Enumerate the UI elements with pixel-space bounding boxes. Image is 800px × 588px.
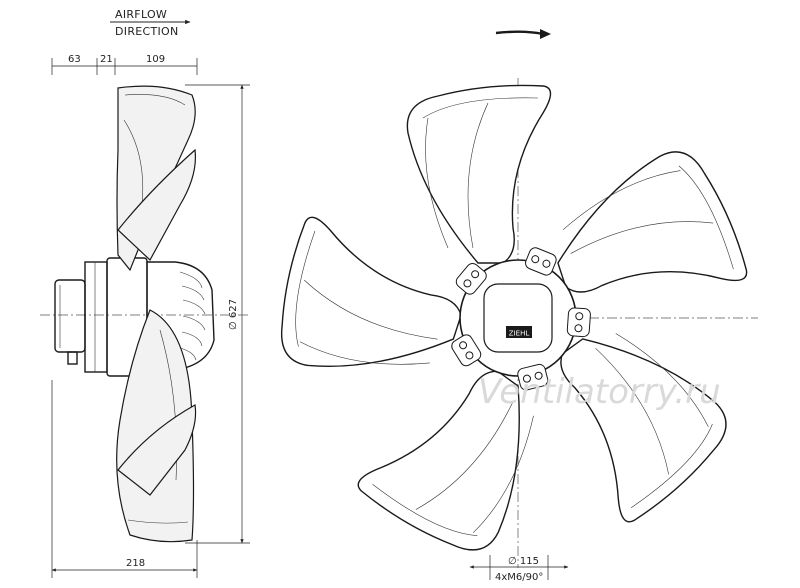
diameter-dimension: ∅ 627 [185,84,250,544]
airflow-label-line2: DIRECTION [115,25,179,38]
blade-5 [280,216,462,368]
rotation-arrow-icon [495,30,544,36]
terminal-box [54,279,86,353]
dim-mount: 4xM6/90° [495,572,543,583]
fan-front-view: ZIEHL [280,29,758,568]
dim-109: 109 [146,54,165,65]
motor-flange [84,261,108,373]
cable-gland [67,351,78,365]
bottom-dimension: 218 [51,380,198,578]
dim-63: 63 [68,54,81,65]
blade-3 [560,333,727,523]
upper-blade-profile-2 [117,148,197,261]
dim-diameter-627: ∅ 627 [228,299,239,330]
blade-4 [357,370,534,551]
hub-dimension: ∅ 115 4xM6/90° [469,555,569,583]
top-dimensions: 63 21 109 [51,54,198,75]
blade-1 [406,84,552,264]
dim-hub-diameter: ∅ 115 [508,556,539,567]
nameplate [506,326,532,338]
airflow-label-line1: AIRFLOW [115,8,167,21]
fan-side-view [40,85,250,543]
watermark: Ventilatorry.ru [478,372,721,412]
dim-21: 21 [100,54,113,65]
lower-blade-profile-2 [117,404,197,496]
dim-218: 218 [126,558,145,569]
blade-2 [557,151,748,293]
nameplate-label: ZIEHL [509,330,530,338]
motor-cover [483,283,553,353]
airflow-direction-label: AIRFLOW DIRECTION [110,8,191,38]
bolt-lugs [451,247,591,391]
